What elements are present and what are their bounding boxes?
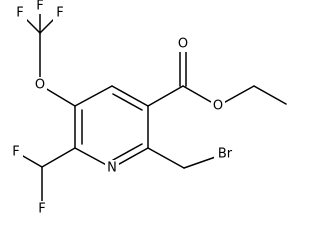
atom-br-label: Br <box>218 147 233 162</box>
atom-n-ring: N <box>105 160 119 176</box>
atom-f-bottom-1-label: F <box>12 145 19 160</box>
atom-f-top-2-label: F <box>36 0 43 14</box>
atom-f-bottom-1: F <box>9 144 23 160</box>
bond-ring-c4-c5-inner <box>112 93 143 111</box>
atom-o-ether: O <box>33 77 47 93</box>
atom-labels: F F F O O O N F <box>9 0 236 217</box>
bonds <box>15 5 287 210</box>
bond-ring-c3-c4 <box>74 85 113 107</box>
atom-o-ether-label: O <box>35 78 45 93</box>
atom-f-top-3: F <box>53 5 67 21</box>
atom-o-ester-label: O <box>213 99 223 114</box>
bond-ring-c6-n-inner <box>112 143 143 161</box>
atom-f-top-3-label: F <box>56 6 63 21</box>
bond-ethyl <box>253 85 287 105</box>
atom-f-bottom-2: F <box>35 201 49 217</box>
atom-br: Br <box>214 146 236 162</box>
bond-ring-chf2 <box>41 147 76 168</box>
atom-o-ester: O <box>211 98 225 114</box>
atom-f-top-1: F <box>13 5 27 21</box>
atom-n-ring-label: N <box>107 161 117 176</box>
atom-o-carbonyl-label: O <box>178 37 188 52</box>
atom-f-top-1-label: F <box>16 6 23 21</box>
atom-o-carbonyl: O <box>176 36 190 52</box>
bond-ring-carbonyl <box>147 85 184 107</box>
atom-f-top-2: F <box>33 0 47 14</box>
bond-ring-ch2 <box>147 147 185 169</box>
atom-f-bottom-2-label: F <box>38 202 45 217</box>
molecule-structure: F F F O O O N F <box>9 0 287 217</box>
bond-ring-c4-c5 <box>111 85 149 107</box>
